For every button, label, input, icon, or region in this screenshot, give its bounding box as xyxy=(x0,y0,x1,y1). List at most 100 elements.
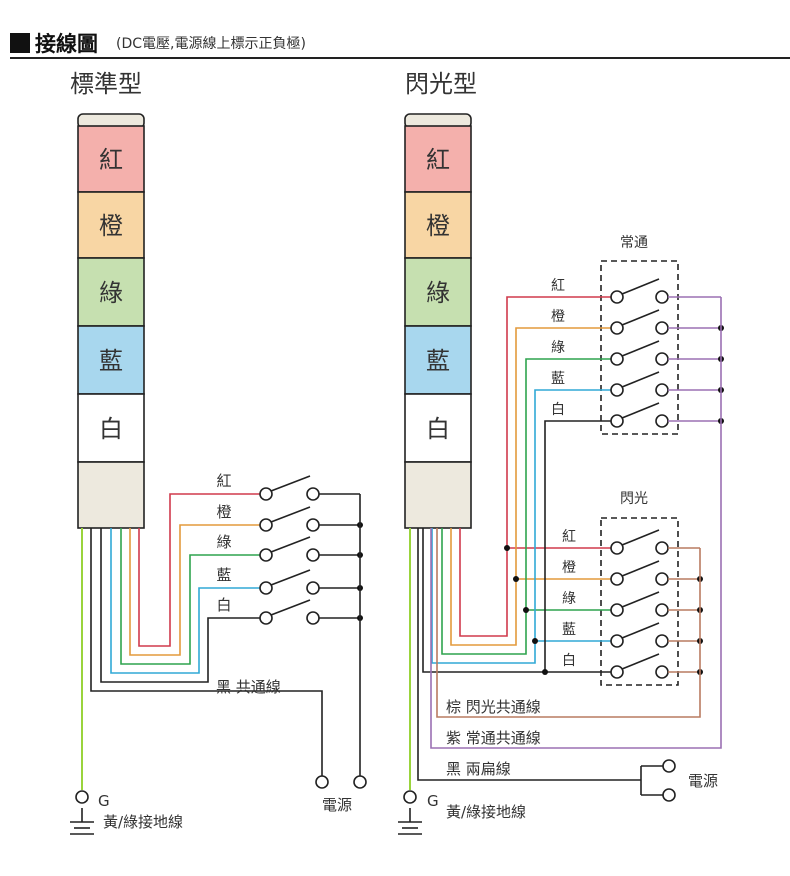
standard-lamp-3 xyxy=(77,325,145,395)
standard-ground-label: 黃/綠接地線 xyxy=(103,813,183,831)
flash-title: 閃光型 xyxy=(405,70,477,98)
flash-tower-wire-4 xyxy=(422,528,611,673)
standard-lamp-2 xyxy=(77,257,145,327)
flash-ground-label: 黃/綠接地線 xyxy=(446,803,526,821)
flash-branch-dot-0 xyxy=(504,545,510,551)
flash-branch-dot-2 xyxy=(523,607,529,613)
standard-switch-2-out-terminal xyxy=(306,548,320,562)
flash-switch-0-in-terminal xyxy=(610,541,624,555)
standard-wire-2 xyxy=(120,528,260,665)
steady-switch-label-3: 藍 xyxy=(551,371,565,387)
steady-switch-label-0: 紅 xyxy=(551,278,565,294)
standard-switch-label-2: 綠 xyxy=(216,533,231,551)
flash-switch-3-in-terminal xyxy=(610,634,624,648)
steady-switch-box xyxy=(600,260,679,435)
flash-switch-4-in-terminal xyxy=(610,665,624,679)
flash-switch-1-in-terminal xyxy=(610,572,624,586)
standard-lamp-4 xyxy=(77,393,145,463)
standard-wire-3 xyxy=(110,528,260,674)
flash-switch-label-3: 藍 xyxy=(562,622,576,638)
flash-switch-4-blade xyxy=(621,653,660,670)
brown-common-label: 棕 閃光共通線 xyxy=(446,698,541,716)
standard-switch-4-blade xyxy=(270,599,311,616)
flash-tower-white-riser xyxy=(544,420,611,672)
standard-wire-0 xyxy=(138,493,260,647)
standard-power-label: 電源 xyxy=(322,796,352,814)
flash-lamp-2 xyxy=(404,257,472,327)
flash-switch-label-1: 橙 xyxy=(562,560,576,576)
steady-switch-label-2: 綠 xyxy=(551,340,565,356)
steady-switch-3-blade xyxy=(621,371,660,388)
flash-power-terminal-2 xyxy=(662,788,676,802)
standard-switch-0-in-terminal xyxy=(259,487,273,501)
flash-branch-dot-3 xyxy=(532,638,538,644)
steady-switch-1-out-terminal xyxy=(655,321,669,335)
standard-common-label: 黑 共通線 xyxy=(216,678,281,696)
standard-switch-1-blade xyxy=(270,506,311,523)
standard-switch-3-in-terminal xyxy=(259,581,273,595)
purple-common-wire xyxy=(430,297,722,749)
flash-lamp-label-1: 橙 xyxy=(426,212,450,240)
header-square-icon xyxy=(10,33,30,53)
flash-tower-wire-3 xyxy=(431,389,611,664)
purple-common-label: 紫 常通共通線 xyxy=(446,729,541,747)
flash-switch-2-in-terminal xyxy=(610,603,624,617)
header-title: 接線圖 xyxy=(35,32,98,56)
standard-power-terminal-1 xyxy=(315,775,329,789)
standard-lamp-label-1: 橙 xyxy=(99,212,123,240)
flash-tower-wire-1 xyxy=(450,327,611,646)
standard-switch-0-out-terminal xyxy=(306,487,320,501)
standard-switch-label-1: 橙 xyxy=(216,503,231,521)
flash-switch-2-blade xyxy=(621,591,660,608)
standard-switch-2-blade xyxy=(270,536,311,553)
standard-switch-0-blade xyxy=(270,475,311,492)
brown-common-wire xyxy=(436,528,701,718)
flash-lamp-3 xyxy=(404,325,472,395)
steady-group-label: 常通 xyxy=(620,235,648,251)
diagram-header: 接線圖 (DC電壓,電源線上標示正負極) xyxy=(10,28,306,58)
flash-tower-base xyxy=(404,461,472,529)
standard-lamp-label-0: 紅 xyxy=(99,146,123,174)
steady-switch-label-1: 橙 xyxy=(551,309,565,325)
flash-switch-label-4: 白 xyxy=(562,653,576,669)
flash-switch-1-out-terminal xyxy=(655,572,669,586)
steady-switch-0-blade xyxy=(621,278,660,295)
steady-switch-label-4: 白 xyxy=(551,402,565,418)
steady-switch-2-blade xyxy=(621,340,660,357)
standard-wire-1 xyxy=(129,524,260,656)
flash-lamp-label-0: 紅 xyxy=(426,146,450,174)
steady-switch-0-in-terminal xyxy=(610,290,624,304)
flash-lamp-4 xyxy=(404,393,472,463)
standard-ground-terminal: G xyxy=(98,792,110,810)
flash-switch-3-blade xyxy=(621,622,660,639)
black-two-flat-label: 黑 兩扁線 xyxy=(446,760,511,778)
standard-common-wire xyxy=(90,528,323,776)
standard-switch-label-3: 藍 xyxy=(216,566,231,584)
steady-switch-1-in-terminal xyxy=(610,321,624,335)
standard-ground-terminal-circle xyxy=(75,790,89,804)
standard-switch-1-out-terminal xyxy=(306,518,320,532)
flash-switch-label-2: 綠 xyxy=(562,591,576,607)
steady-switch-4-out-terminal xyxy=(655,414,669,428)
flash-tower-wire-0 xyxy=(459,296,611,637)
steady-switch-4-blade xyxy=(621,402,660,419)
black-two-flat-wire xyxy=(417,528,641,781)
standard-switch-label-0: 紅 xyxy=(216,472,231,490)
steady-switch-2-in-terminal xyxy=(610,352,624,366)
flash-lamp-1 xyxy=(404,191,472,259)
flash-power-terminal-1 xyxy=(662,759,676,773)
flash-switch-label-0: 紅 xyxy=(562,529,576,545)
flash-group-label: 閃光 xyxy=(620,491,648,507)
standard-wire-4 xyxy=(100,528,260,683)
steady-switch-0-out-terminal xyxy=(655,290,669,304)
standard-tower-base xyxy=(77,461,145,529)
standard-lamp-label-2: 綠 xyxy=(99,279,123,307)
flash-switch-0-out-terminal xyxy=(655,541,669,555)
steady-switch-2-out-terminal xyxy=(655,352,669,366)
flash-lamp-0 xyxy=(404,125,472,193)
standard-switch-2-in-terminal xyxy=(259,548,273,562)
header-subtitle: (DC電壓,電源線上標示正負極) xyxy=(116,36,306,52)
